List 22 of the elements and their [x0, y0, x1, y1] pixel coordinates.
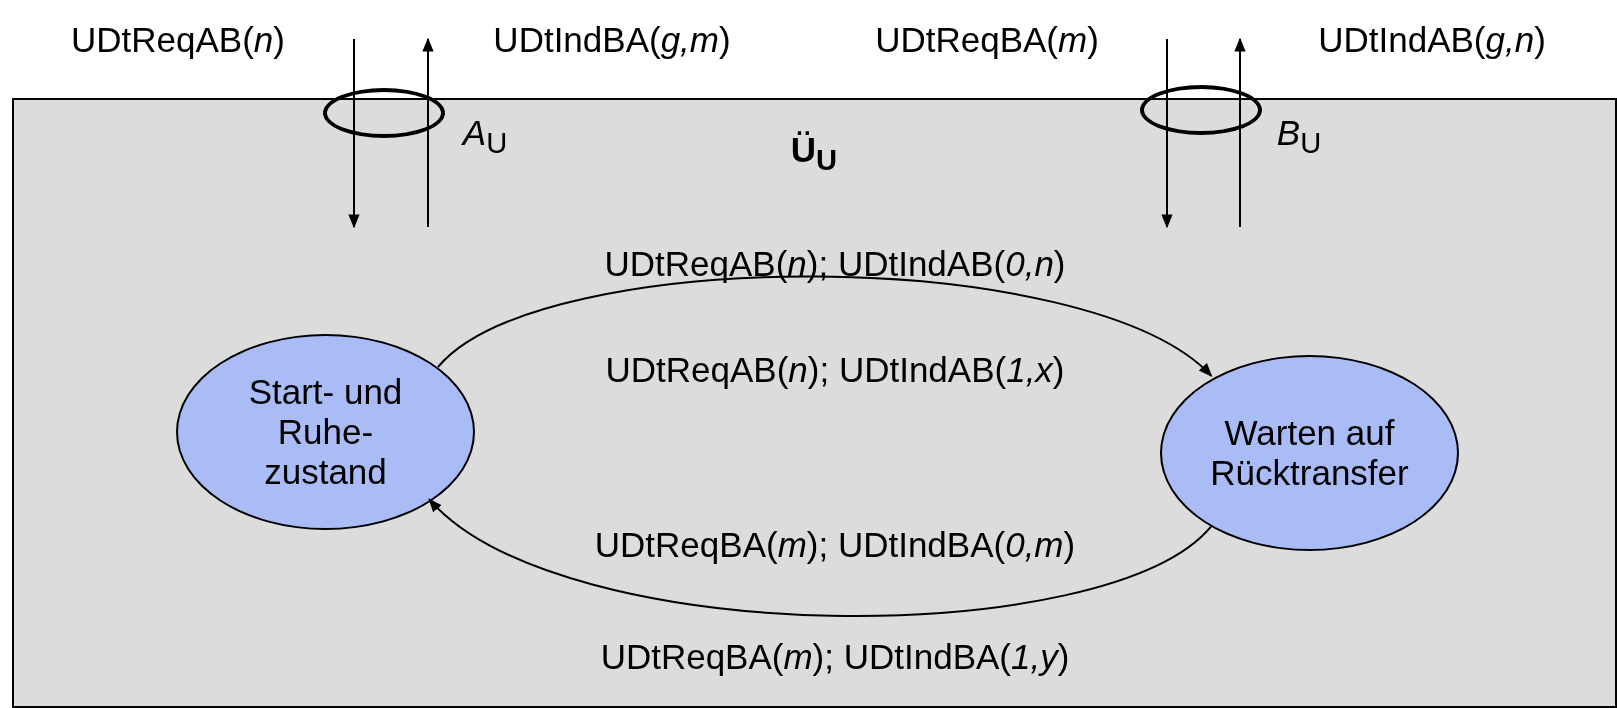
- transition-label: UDtReqAB(n); UDtIndAB(1,x): [605, 350, 1065, 390]
- arrow: [437, 275, 1213, 377]
- arrow: [422, 37, 434, 228]
- arrow: [1234, 37, 1246, 228]
- arrow: [428, 498, 1213, 617]
- edge-label: UDtReqAB(n); UDtIndAB(0,n): [604, 244, 1066, 284]
- port-ellipse: [323, 88, 445, 138]
- arrow: [1161, 38, 1173, 229]
- port-label: A$_{U}$: [462, 114, 508, 160]
- system-box: [12, 98, 1617, 708]
- port-ellipse: [1140, 85, 1262, 135]
- edge-label: UDtReqAB(n): [71, 20, 285, 60]
- state-name: Start- und Ruhe- zustand: [247, 371, 404, 493]
- edge-label: UDtIndAB(g,n): [1318, 20, 1546, 60]
- system-title: Ü$_{U}$: [790, 131, 838, 177]
- transition-label: UDtReqBA(m); UDtIndBA(1,y): [600, 637, 1070, 677]
- edge-label: UDtReqBA(m); UDtIndBA(0,m): [594, 525, 1076, 565]
- port-label: B$_{U}$: [1276, 114, 1322, 160]
- arrow: [348, 38, 360, 229]
- edge-label: UDtIndBA(g,m): [493, 20, 731, 60]
- edge-label: UDtReqBA(m): [875, 20, 1099, 60]
- state-name: Warten auf Rücktransfer: [1209, 412, 1410, 494]
